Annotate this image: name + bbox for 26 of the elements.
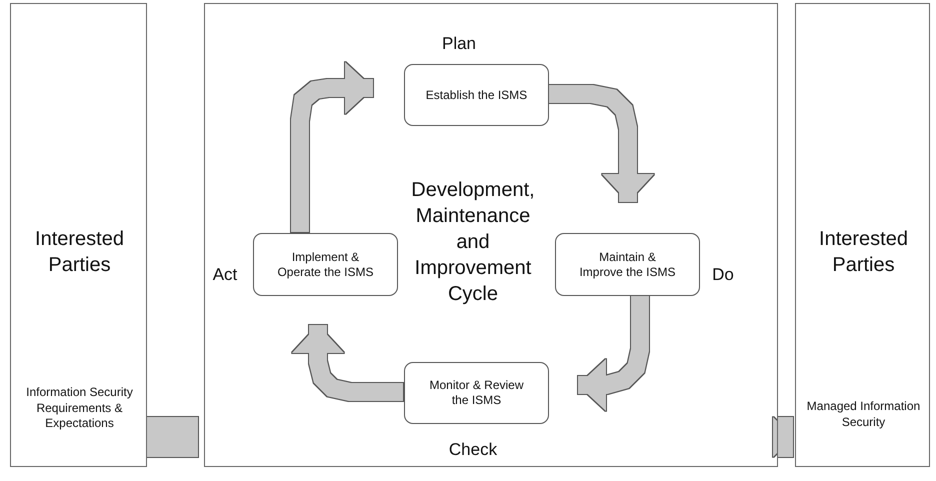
phase-label: Plan (440, 34, 478, 54)
panel-heading: Interested Parties (34, 227, 125, 278)
cycle-frame (204, 3, 778, 467)
block-arrow (578, 295, 649, 411)
block-arrow (292, 325, 403, 401)
block-arrow (548, 85, 654, 202)
box-label: Monitor & Review the ISMS (428, 378, 525, 408)
stakeholder-panel (795, 3, 930, 467)
panel-text: Managed Information Security (806, 399, 922, 430)
box-label: Maintain & Improve the ISMS (578, 250, 677, 280)
panel-heading: Interested Parties (818, 227, 909, 278)
process-box (404, 362, 549, 424)
phase-label: Act (212, 265, 238, 285)
phase-label: Check (448, 440, 498, 460)
box-label: Implement & Operate the ISMS (276, 250, 375, 280)
phase-label: Do (711, 265, 735, 285)
block-arrow (291, 62, 373, 232)
process-box (253, 233, 398, 296)
cycle-title: Development, Maintenance and Improvement Cycle (410, 178, 536, 307)
process-box (555, 233, 700, 296)
process-box (404, 64, 549, 126)
chevron-arrow (773, 416, 793, 458)
box-label: Establish the ISMS (426, 88, 528, 102)
panel-text: Information Security Requirements & Expectations (25, 385, 134, 432)
stakeholder-panel (10, 3, 147, 467)
chevron-arrow (147, 416, 198, 458)
